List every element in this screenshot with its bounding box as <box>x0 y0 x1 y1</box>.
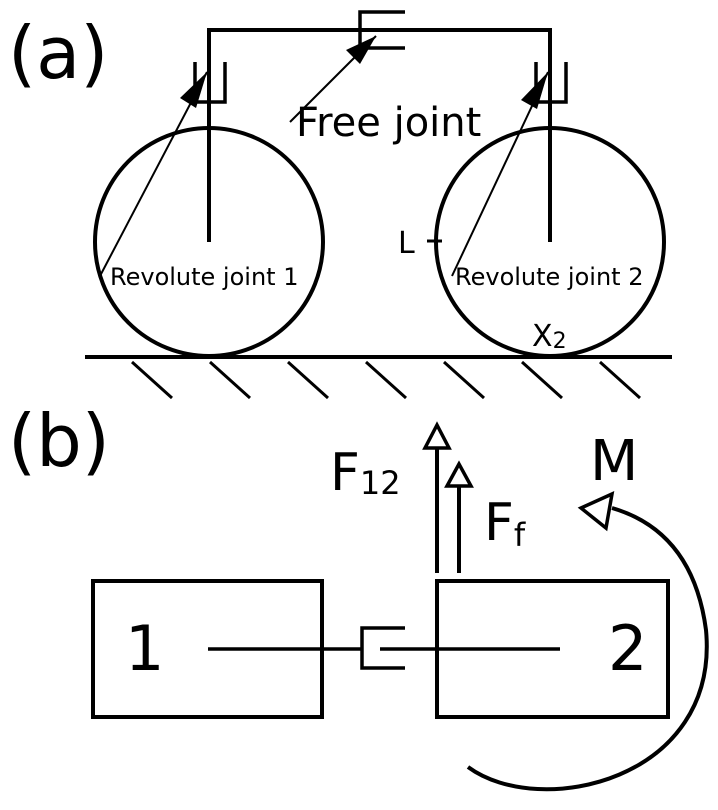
panel-b-label: (b) <box>8 399 110 483</box>
f12-arrowhead <box>422 421 452 450</box>
revolute-joint-1-arrowhead <box>180 72 207 108</box>
x2-label: X2 <box>532 319 567 354</box>
panel-a-label: (a) <box>8 11 108 95</box>
body-2-label: 2 <box>608 612 647 685</box>
moment-label: M <box>590 429 638 494</box>
ff-arrowhead <box>444 460 474 488</box>
revolute-joint-2-arrowhead <box>521 72 548 109</box>
panel-b: (b) 1 2 F12 Ff M <box>8 399 709 792</box>
moment-arrowhead <box>577 491 615 532</box>
revolute-joint-2-label: Revolute joint 2 <box>455 263 643 291</box>
x2-subscript: 2 <box>553 329 567 354</box>
revolute-joint-2-bracket <box>534 62 568 104</box>
moment-arc <box>466 506 709 792</box>
l-label: L <box>398 226 415 261</box>
f12-label: F12 <box>330 443 401 503</box>
panel-a: (a) <box>8 10 672 400</box>
ff-subscript: f <box>514 516 526 554</box>
revolute-joint-1-leader <box>99 71 208 277</box>
body-1-label: 1 <box>125 612 164 685</box>
ff-label: Ff <box>484 493 526 554</box>
revolute-joint-1-label: Revolute joint 1 <box>110 263 298 291</box>
ground-hatching <box>130 360 642 400</box>
free-joint-label: Free joint <box>296 100 481 146</box>
joint-bracket <box>360 626 405 670</box>
revolute-joint-1-bracket <box>193 62 227 104</box>
free-joint-arrowhead <box>346 36 376 64</box>
f12-subscript: 12 <box>360 464 401 502</box>
